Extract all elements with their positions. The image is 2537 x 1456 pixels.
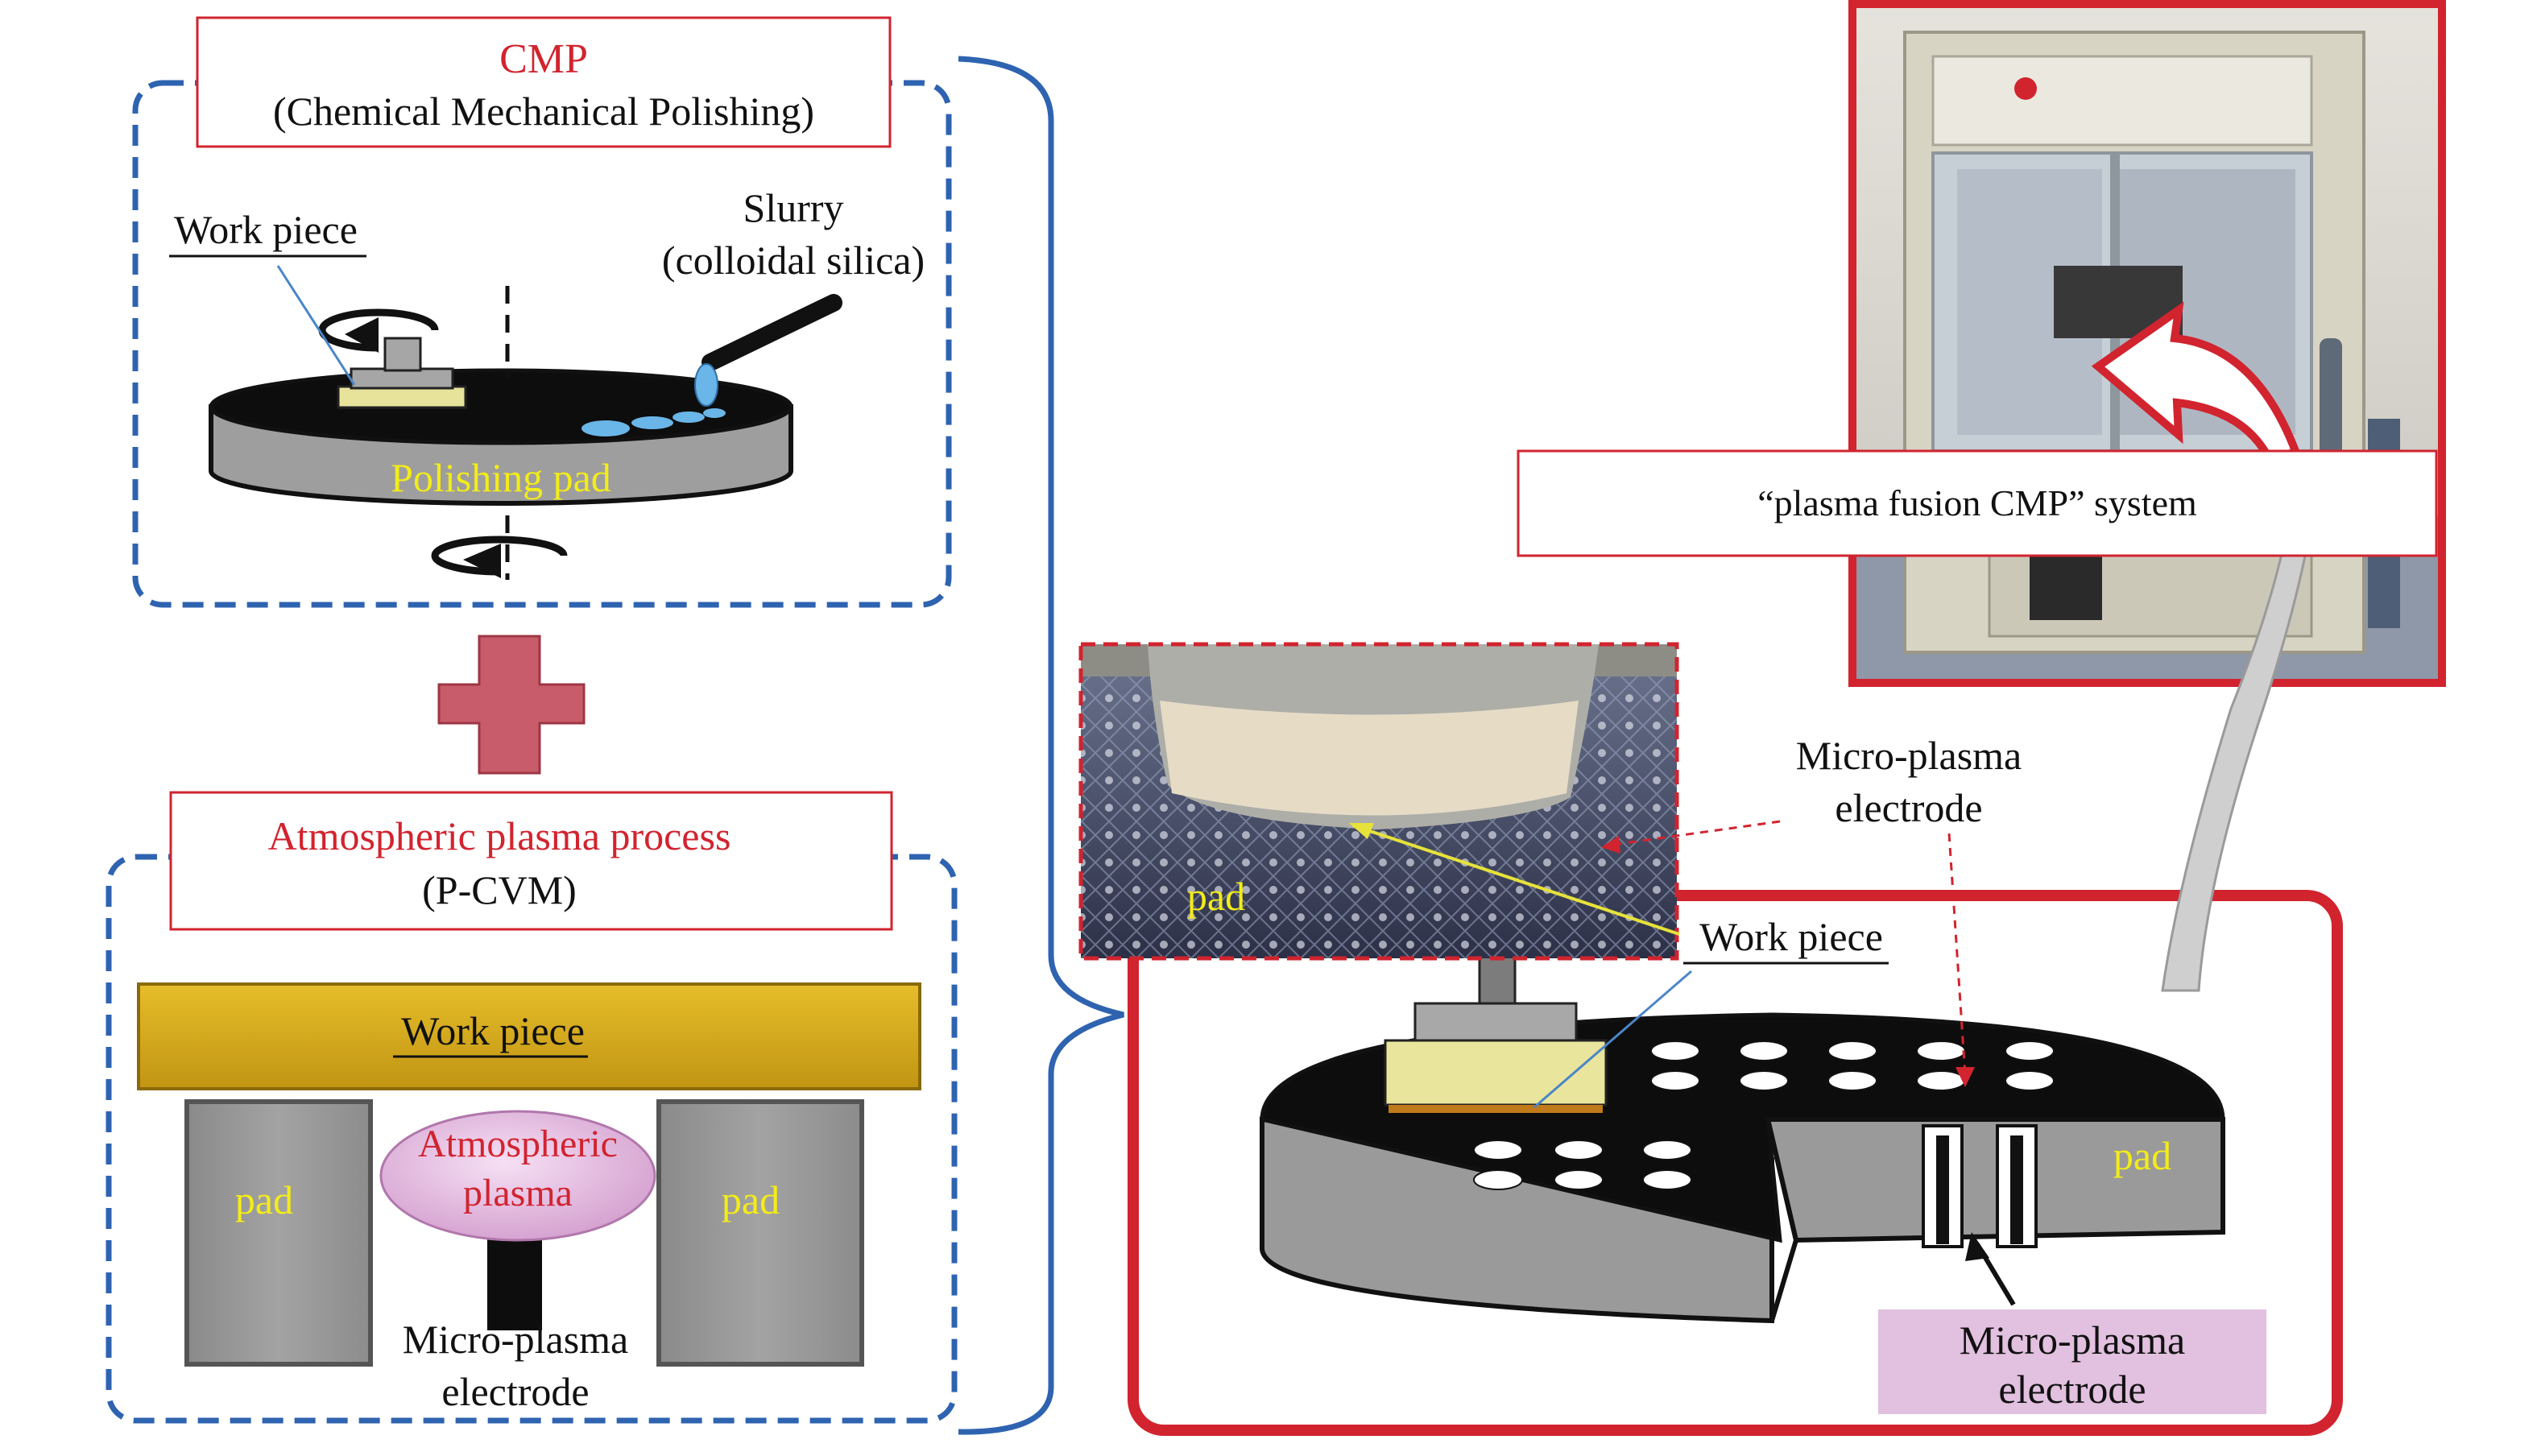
curved-arrow-head (2091, 301, 2301, 469)
plasma-title: Atmospheric plasma process (268, 813, 731, 858)
micro-plasma-arrowhead-photo (1601, 836, 1620, 854)
plasma-work-piece-label: Work piece (401, 1008, 585, 1053)
pad-rotation-arrow (431, 536, 568, 576)
micro-plasma-leader-photo (1606, 820, 1781, 847)
cmp-panel: CMP (Chemical Mechanical Polishing) Poli… (132, 16, 952, 608)
fusion-work-piece (1384, 1039, 1608, 1106)
slurry-puddle-2 (631, 416, 673, 429)
pad-rotation-arrowhead (463, 544, 501, 578)
machine-top-panel (1931, 55, 2313, 147)
fusion-work-piece-label: Work piece (1699, 914, 1883, 959)
system-label: “plasma fusion CMP” system (1757, 482, 2197, 523)
fusion-electrode-label-line2: electrode (1998, 1367, 2146, 1412)
plasma-label-line1: Atmospheric (418, 1123, 618, 1165)
micro-plasma-leader-pad (1947, 833, 1967, 1076)
fusion-micro-plasma-line1: Micro-plasma (1796, 733, 2022, 778)
plus-sign (437, 635, 586, 775)
plasma-subtitle: (P-CVM) (422, 867, 577, 912)
polishing-pad-label: Polishing pad (391, 455, 611, 500)
fusion-electrode-label-box (1878, 1309, 2266, 1414)
pad-photo-border (1078, 642, 1679, 961)
slurry-label: Slurry (743, 185, 844, 230)
fusion-work-piece-leader (1533, 970, 1692, 1109)
plasma-panel: Atmospheric plasma process (P-CVM) Work … (106, 791, 958, 1424)
fusion-holder (1413, 1002, 1578, 1042)
slurry-puddle-1 (581, 420, 630, 436)
cmp-subtitle: (Chemical Mechanical Polishing) (273, 89, 814, 134)
photo-work-piece-leader (1352, 824, 1680, 936)
slurry-puddle-4 (703, 408, 726, 418)
plasma-label-line2: plasma (463, 1172, 573, 1214)
plasma-title-box (169, 791, 893, 931)
spindle-rotation-arrowhead (345, 317, 379, 353)
machine-emergency-button (2014, 77, 2037, 100)
fusion-electrode-arrowhead (1965, 1232, 1989, 1261)
plus-icon (437, 635, 586, 775)
slurry-nozzle (702, 294, 842, 371)
cmp-title: CMP (499, 36, 588, 82)
fusion-electrodes (1922, 1124, 2038, 1248)
fusion-work-piece-base (1389, 1105, 1603, 1113)
slurry-drop (694, 363, 718, 407)
atmospheric-plasma (379, 1110, 656, 1242)
work-piece-spindle (383, 337, 422, 372)
fusion-panel: pad (1128, 890, 2343, 1436)
plasma-work-piece (137, 982, 921, 1090)
pad-photo-work-piece (1160, 701, 1579, 816)
fusion-pad-label: pad (2113, 1133, 2171, 1178)
micro-plasma-arrowhead-pad (1956, 1067, 1975, 1087)
plasma-pad-right-label: pad (722, 1177, 780, 1222)
photo-leader-arrowhead (1349, 823, 1374, 839)
slurry-puddle-3 (673, 412, 705, 423)
photo-pad-label: pad (1187, 874, 1245, 919)
pad-holes (1473, 1040, 2055, 1190)
cmp-dashed-border (132, 80, 952, 608)
plasma-electrode-label-line1: Micro-plasma (403, 1317, 628, 1362)
fusion-micro-plasma-line2: electrode (1835, 785, 1982, 830)
plasma-electrode-label-line2: electrode (441, 1369, 589, 1414)
fusion-electrode-label-line1: Micro-plasma (1960, 1317, 2185, 1363)
system-photo-border (1848, 0, 2446, 687)
spindle-rotation-arrow (318, 308, 439, 352)
curly-brace (958, 56, 1124, 1435)
fusion-pad-cutout-edge (1765, 1119, 1799, 1322)
cmp-work-piece-leader (276, 265, 356, 386)
fusion-labels: Micro-plasma electrode Work piece Micro-… (1533, 733, 2266, 1414)
plasma-electrode (487, 1229, 542, 1330)
slurry-detail-label: (colloidal silica) (662, 238, 925, 283)
plasma-pad-left (184, 1099, 373, 1367)
system-label-box (1517, 449, 2438, 557)
plasma-pad-left-label: pad (235, 1177, 293, 1222)
plasma-pad-right (656, 1099, 864, 1367)
cmp-title-box (196, 16, 892, 148)
cmp-work-piece-label: Work piece (174, 207, 358, 252)
pad-photo: pad (1078, 642, 1680, 961)
work-piece-carrier (337, 385, 467, 409)
work-piece-holder (350, 367, 454, 390)
